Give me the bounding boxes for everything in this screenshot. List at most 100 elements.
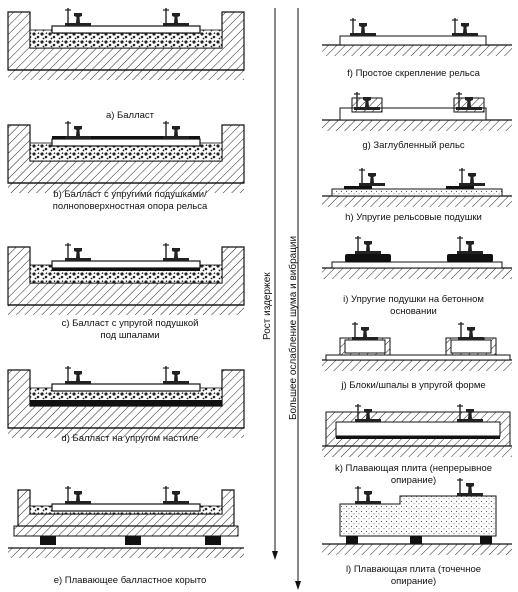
ground-hatch (8, 548, 244, 558)
slab (13, 525, 239, 537)
figure-h (322, 168, 512, 207)
base-plate (355, 419, 381, 422)
ground-hatch (322, 196, 512, 207)
base-plate (163, 381, 189, 384)
base-plate (350, 33, 376, 36)
concrete-trough (7, 246, 245, 306)
elastic-mat (30, 400, 222, 406)
ground-hatch (322, 45, 512, 56)
caption-j: j) Блоки/шпалы в упругой форме (341, 380, 486, 391)
bearing-pad (125, 536, 141, 545)
base-plate (352, 337, 378, 340)
bearing-pad (205, 536, 221, 545)
caption-h: h) Упругие рельсовые подушки (345, 212, 482, 223)
base-plate (354, 107, 380, 110)
caption-i: i) Упругие подушки на бетонном основании (343, 294, 484, 317)
concrete-trough (17, 489, 235, 527)
ground-hatch (8, 428, 244, 438)
point-bearing (410, 536, 422, 544)
base-plate (65, 381, 91, 384)
figure-e (8, 486, 244, 558)
rail-profile (363, 491, 373, 504)
concrete-trough (7, 369, 245, 429)
figure-b (7, 121, 245, 193)
base-plate (457, 419, 483, 422)
continuous-mat (336, 436, 500, 439)
figure-g (322, 92, 512, 131)
rail-pad (344, 186, 372, 189)
caption-e: e) Плавающее балластное корыто (53, 575, 207, 586)
figure-l (322, 478, 512, 555)
base-plate (65, 23, 91, 26)
concrete-base (331, 188, 503, 197)
noise-arrow-head (295, 581, 301, 590)
rail-pad (446, 186, 474, 189)
base-plate (355, 251, 381, 254)
figure-d (7, 366, 245, 438)
base-plate (163, 23, 189, 26)
ground-hatch (8, 70, 244, 80)
rail-profile (460, 23, 470, 36)
concrete-block (450, 339, 492, 354)
caption-l: l) Плавающая плита (точечное опирание) (345, 564, 482, 587)
concrete-trough (7, 11, 245, 71)
rail-profile (464, 97, 474, 110)
point-bearing (346, 536, 358, 544)
bearing-pad (40, 536, 56, 545)
ground-hatch (322, 446, 512, 457)
rail-profile (465, 409, 475, 422)
ground-hatch (8, 305, 244, 315)
sleeper (51, 25, 201, 34)
rail-profile (465, 241, 475, 254)
figure-f (322, 18, 512, 56)
sleeper (51, 138, 201, 147)
ground-hatch (322, 360, 512, 371)
caption-b: b) Балласт с упругими подушками/ полнопо… (52, 189, 208, 212)
concrete-trough (7, 124, 245, 184)
continuous-rail-support (52, 136, 200, 139)
rail-profile (363, 241, 373, 254)
axis-label-noise: Большее ослабление шума и вибрации (288, 235, 299, 420)
rail-profile (465, 483, 475, 496)
base-plate (65, 136, 91, 139)
floating-slab (335, 421, 501, 437)
rail-profile (171, 371, 181, 384)
arrows (272, 8, 301, 590)
floating-slab (339, 495, 497, 537)
caption-k: k) Плавающая плита (непрерывное опирание… (335, 463, 492, 486)
rail-profile (171, 491, 181, 504)
elastic-pad (447, 254, 493, 262)
caption-g: g) Заглубленный рельс (362, 140, 465, 151)
rail-profile (171, 126, 181, 139)
base-plate (355, 501, 381, 504)
figure-a (7, 8, 245, 80)
base-plate (457, 493, 483, 496)
concrete-block (344, 339, 386, 354)
rail-profile (73, 13, 83, 26)
base-plate (163, 258, 189, 261)
sleeper (51, 260, 201, 269)
rail-profile (467, 173, 477, 186)
caption-d: d) Балласт на упругом настиле (61, 433, 199, 444)
rail-profile (362, 97, 372, 110)
base-plate (163, 136, 189, 139)
sleeper (51, 383, 201, 392)
ground-hatch (322, 120, 512, 131)
axis-label-costs: Рост издержек (262, 272, 273, 340)
rail-profile (73, 126, 83, 139)
base-plate (163, 501, 189, 504)
caption-a: a) Балласт (105, 110, 155, 121)
rail-profile (73, 248, 83, 261)
caption-f: f) Простое скрепление рельса (347, 68, 480, 79)
rail-profile (466, 327, 476, 340)
base-plate (456, 107, 482, 110)
rail-profile (358, 23, 368, 36)
base-plate (457, 251, 483, 254)
figure-i (322, 236, 512, 279)
base-plate (359, 183, 385, 186)
concrete-base (331, 261, 503, 269)
rail-profile (171, 248, 181, 261)
costs-arrow-head (272, 551, 278, 560)
concrete-base (325, 354, 511, 361)
